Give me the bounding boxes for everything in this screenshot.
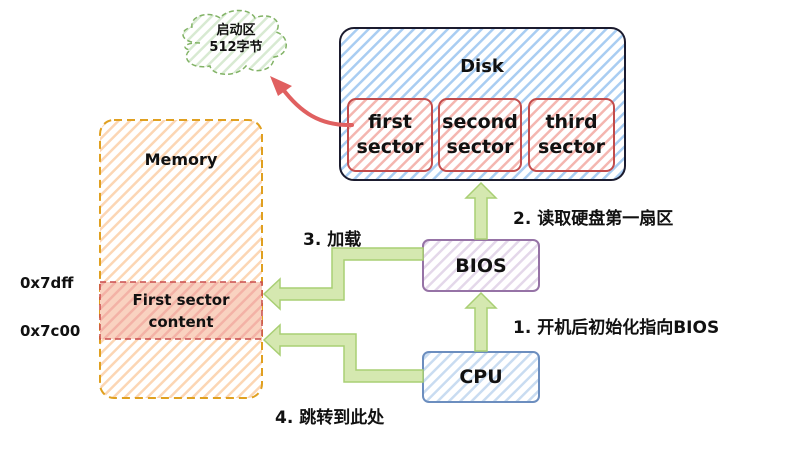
memory-content-region	[99, 281, 263, 340]
bios-box	[422, 239, 540, 292]
memory-content-line2: content	[148, 312, 214, 331]
sector-first-line1: first	[368, 111, 412, 133]
cloud-label-line2: 512字节	[209, 40, 263, 55]
step-1-label: 1. 开机后初始化指向BIOS	[513, 318, 720, 338]
sector-third-line1: third	[545, 111, 598, 133]
sector-first-box	[347, 98, 433, 172]
sector-second-line1: second	[442, 111, 518, 133]
arrow-cpu-to-memory	[262, 323, 424, 383]
arrow-cpu-to-bios	[464, 291, 498, 352]
sector-second-box	[438, 98, 522, 172]
sector-second: second sector	[439, 99, 521, 171]
address-top: 0x7dff	[20, 274, 74, 292]
sector-third-line2: sector	[538, 136, 605, 158]
memory-content: First sector content	[100, 282, 262, 339]
red-arrow-line	[280, 86, 354, 128]
sector-first-line2: sector	[356, 136, 424, 158]
cloud-label: 启动区 512字节	[196, 22, 276, 56]
step-2-label: 2. 读取硬盘第一扇区	[513, 209, 674, 229]
arrow-bios-to-memory	[262, 247, 424, 311]
sector-second-line2: sector	[446, 136, 514, 158]
memory-label: Memory	[144, 150, 218, 169]
step-3-label: 3. 加载	[303, 230, 362, 250]
cloud-shape	[182, 9, 287, 75]
cloud-label-line1: 启动区	[216, 23, 256, 38]
sector-third: third sector	[529, 99, 614, 171]
bios-label: BIOS	[455, 254, 507, 277]
red-arrow-head	[270, 76, 292, 96]
arrow-bios-to-disk	[464, 181, 498, 240]
sector-third-box	[528, 98, 615, 172]
sector-first: first sector	[348, 99, 432, 171]
address-bottom: 0x7c00	[20, 322, 81, 340]
cpu-label: CPU	[459, 366, 503, 388]
step-4-label: 4. 跳转到此处	[275, 408, 385, 428]
memory-content-line1: First sector	[132, 290, 230, 309]
disk-label: Disk	[460, 56, 504, 77]
